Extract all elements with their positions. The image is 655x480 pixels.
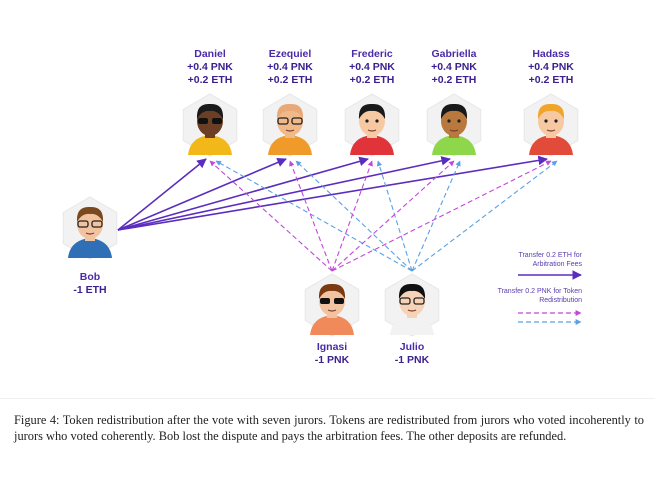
pnk-transfer-arrow	[411, 160, 461, 272]
eth-transfer-arrow	[117, 155, 548, 231]
daniel-avatar-icon	[182, 93, 238, 157]
legend-eth-text: Transfer 0.2 ETH for Arbitration Fees	[518, 252, 582, 268]
juror-pnk: +0.4 PNK	[349, 61, 395, 73]
eth-transfer-arrow	[117, 157, 287, 231]
juror-name: Daniel	[194, 48, 226, 60]
pnk-transfer-arrow	[209, 160, 333, 272]
gabriella-avatar-icon	[426, 93, 482, 157]
avatars-group	[62, 93, 579, 337]
juror-label-hadass: Hadass +0.4 PNK +0.2 ETH	[511, 48, 591, 87]
juror-pnk: -1 PNK	[394, 354, 430, 366]
juror-eth: +0.2 ETH	[187, 74, 233, 86]
bob-avatar-icon	[62, 196, 118, 260]
redistribution-diagram	[62, 93, 582, 337]
eth-transfer-arrow	[117, 158, 207, 231]
eth-transfer-arrow	[117, 156, 451, 231]
juror-name: Ezequiel	[268, 48, 312, 60]
juror-name: Gabriella	[431, 48, 477, 60]
bob-eth: -1 ETH	[73, 284, 107, 296]
juror-pnk: +0.4 PNK	[528, 61, 574, 73]
juror-pnk: -1 PNK	[314, 354, 350, 366]
juror-eth: +0.2 ETH	[267, 74, 313, 86]
pnk-transfer-arrow	[331, 160, 373, 272]
juror-label-daniel: Daniel +0.4 PNK +0.2 ETH	[170, 48, 250, 87]
juror-label-ignasi: Ignasi -1 PNK	[292, 341, 372, 367]
juror-label-frederic: Frederic +0.4 PNK +0.2 ETH	[332, 48, 412, 87]
juror-pnk: +0.4 PNK	[431, 61, 477, 73]
juror-name: Ignasi	[316, 341, 348, 353]
pnk-transfer-arrow	[289, 160, 333, 272]
juror-eth: +0.2 ETH	[528, 74, 574, 86]
juror-pnk: +0.4 PNK	[187, 61, 233, 73]
juror-name: Julio	[399, 341, 425, 353]
pnk-transfer-arrow	[295, 160, 413, 272]
juror-eth: +0.2 ETH	[431, 74, 477, 86]
juror-label-gabriella: Gabriella +0.4 PNK +0.2 ETH	[414, 48, 494, 87]
legend-lines	[518, 270, 582, 325]
bob-label: Bob -1 ETH	[50, 271, 130, 297]
juror-label-ezequiel: Ezequiel +0.4 PNK +0.2 ETH	[250, 48, 330, 87]
pnk-transfer-arrow	[331, 160, 552, 272]
bob-name: Bob	[79, 271, 101, 283]
eth-transfer-arrow	[117, 156, 369, 231]
pnk-transfer-arrow	[215, 160, 413, 272]
pnk-transfer-arrow	[411, 160, 558, 272]
ignasi-avatar-icon	[304, 273, 360, 337]
juror-name: Hadass	[532, 48, 570, 60]
figure-caption: Figure 4: Token redistribution after the…	[14, 413, 644, 443]
frederic-avatar-icon	[344, 93, 400, 157]
arrows-group	[117, 155, 558, 272]
pnk-transfer-arrow	[331, 160, 455, 272]
pnk-transfer-arrow	[376, 160, 413, 272]
ezequiel-avatar-icon	[262, 93, 318, 157]
juror-eth: +0.2 ETH	[349, 74, 395, 86]
hadass-avatar-icon	[523, 93, 579, 157]
divider	[0, 398, 655, 399]
juror-label-julio: Julio -1 PNK	[372, 341, 452, 367]
juror-name: Frederic	[351, 48, 393, 60]
julio-avatar-icon	[384, 273, 440, 337]
juror-pnk: +0.4 PNK	[267, 61, 313, 73]
legend-pnk-text: Transfer 0.2 PNK for Token Redistributio…	[497, 288, 582, 304]
